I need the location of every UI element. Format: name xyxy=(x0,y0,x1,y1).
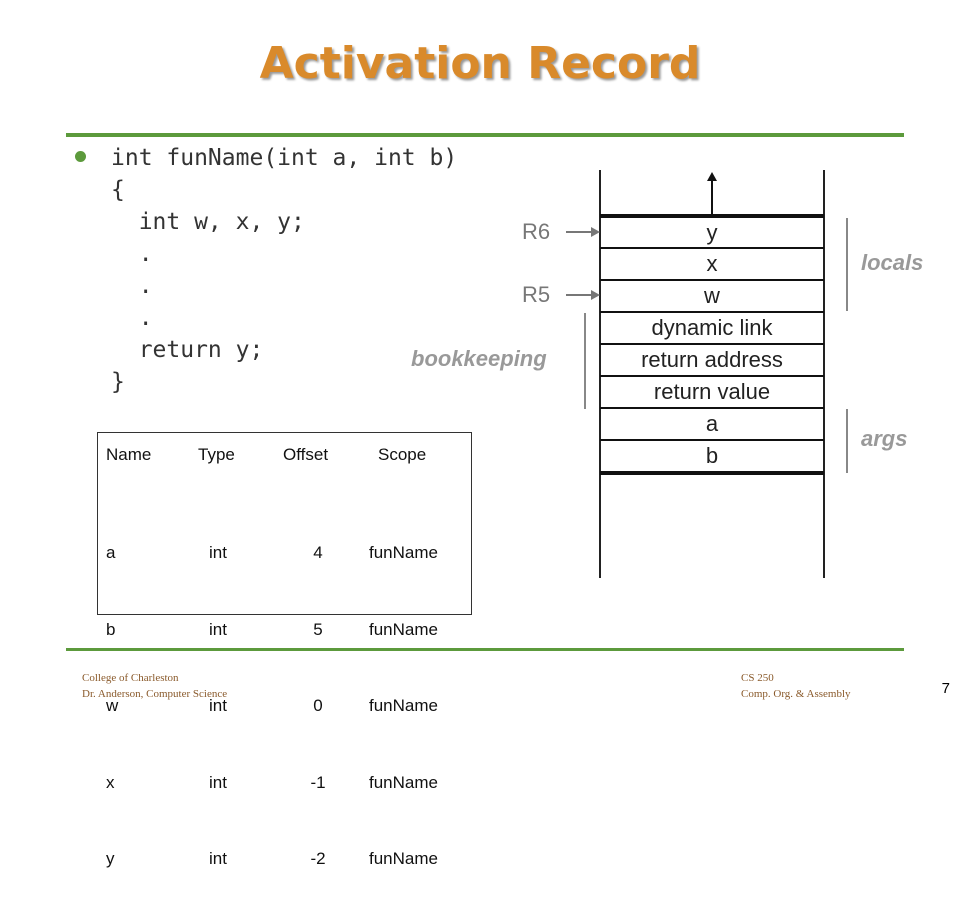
stack-growth-arrow-icon xyxy=(707,172,717,214)
table-cell: funName xyxy=(369,849,438,868)
stack-cell-w: w xyxy=(600,281,824,313)
register-r5-label: R5 xyxy=(522,282,551,307)
code-line: } xyxy=(111,369,125,395)
stack-cell-return-value: return value xyxy=(600,377,824,409)
code-line: return y; xyxy=(111,337,264,363)
stack-cell-y: y xyxy=(600,218,824,249)
bullet-icon xyxy=(75,151,86,162)
scope-column: funName funName funName funName funName xyxy=(369,489,438,923)
footer-right: CS 250 Comp. Org. & Assembly xyxy=(741,670,851,702)
table-cell: -1 xyxy=(310,772,326,792)
bookkeeping-bracket xyxy=(584,313,586,409)
title-divider xyxy=(66,133,904,137)
args-bracket xyxy=(846,409,848,473)
table-cell: y xyxy=(106,849,115,868)
code-line: . xyxy=(111,241,153,267)
code-line: { xyxy=(111,177,125,203)
r5-pointer-arrow-icon xyxy=(566,290,600,300)
table-cell: funName xyxy=(369,619,438,639)
table-cell: x xyxy=(106,772,115,792)
table-cell: 4 xyxy=(313,543,323,562)
stack-cell-dynamic-link: dynamic link xyxy=(600,313,824,345)
footer-author: Dr. Anderson, Computer Science xyxy=(82,688,228,700)
type-column: int int int int int xyxy=(209,489,228,923)
code-line: int w, x, y; xyxy=(111,209,305,235)
table-cell: int xyxy=(209,543,227,562)
args-label: args xyxy=(861,426,908,451)
stack-cell-a: a xyxy=(600,409,824,441)
slide-number: 7 xyxy=(941,680,950,697)
footer-left: College of Charleston Dr. Anderson, Comp… xyxy=(82,670,227,702)
column-header-name: Name xyxy=(106,445,152,464)
code-line: . xyxy=(111,305,153,331)
register-r6-label: R6 xyxy=(522,219,551,244)
bookkeeping-label: bookkeeping xyxy=(411,346,547,371)
code-line: . xyxy=(111,273,153,299)
table-cell: -2 xyxy=(310,849,326,868)
footer-course-name: Comp. Org. & Assembly xyxy=(741,688,851,700)
footer-divider xyxy=(66,648,904,651)
stack-left-border xyxy=(599,170,601,578)
footer-course: CS 250 xyxy=(741,672,774,684)
table-cell: funName xyxy=(369,772,438,792)
slide-title: Activation Record xyxy=(259,38,701,89)
locals-label: locals xyxy=(861,250,924,275)
table-cell: int xyxy=(209,619,227,639)
table-cell: 0 xyxy=(313,696,323,715)
locals-bracket xyxy=(846,218,848,311)
table-cell: b xyxy=(106,619,116,639)
table-cell: w xyxy=(106,696,119,715)
name-column: a b w x y xyxy=(106,489,125,923)
table-cell: funName xyxy=(369,696,438,715)
stack-right-border xyxy=(823,170,825,578)
offset-column: 4 5 0 -1 -2 xyxy=(303,489,333,923)
stack-cell-b: b xyxy=(600,441,824,475)
r6-pointer-arrow-icon xyxy=(566,227,600,237)
table-cell: int xyxy=(209,849,227,868)
stack-cell-return-address: return address xyxy=(600,345,824,377)
footer-college: College of Charleston xyxy=(82,672,179,684)
stack-cell-x: x xyxy=(600,249,824,281)
table-cell: int xyxy=(209,772,227,792)
column-header-scope: Scope xyxy=(378,445,427,464)
table-cell: a xyxy=(106,543,116,562)
stack-top-boundary xyxy=(600,214,824,218)
symbol-table: Name Type Offset Scope a b w x y int int… xyxy=(97,432,472,868)
code-line: int funName(int a, int b) xyxy=(111,145,458,171)
table-cell: int xyxy=(209,696,227,715)
column-header-type: Type xyxy=(198,445,235,464)
table-cell: 5 xyxy=(313,619,323,639)
column-header-offset: Offset xyxy=(283,445,329,464)
table-cell: funName xyxy=(369,543,438,562)
